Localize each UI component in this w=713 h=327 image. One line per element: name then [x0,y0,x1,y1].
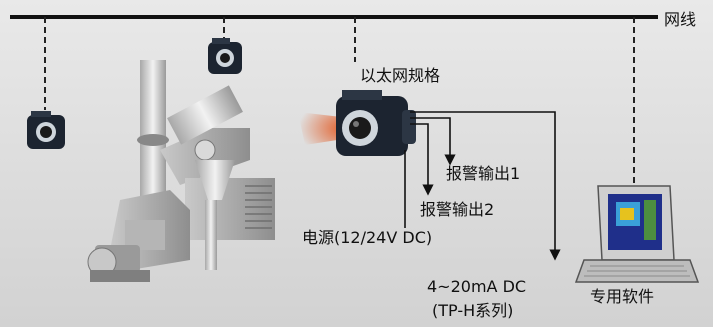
alarm-output-1-label: 报警输出1 [446,164,521,183]
line-alarm-2 [410,123,434,196]
software-label: 专用软件 [590,287,655,306]
network-drops [44,17,635,186]
network-cable-label: 网线 [664,10,697,29]
line-analog [410,111,561,261]
ethernet-spec-label: 以太网规格 [360,66,441,85]
camera-icon [27,111,65,149]
analog-output-label: 4~20mA DC [427,277,527,296]
camera-icon [336,90,416,156]
laptop-icon [574,185,700,283]
factory-machinery-icon [87,60,275,282]
line-alarm-1 [410,117,456,166]
camera-icon [208,38,242,74]
output-connections [404,111,561,261]
alarm-output-2-label: 报警输出2 [420,200,495,219]
power-label: 电源(12/24V DC) [302,228,433,247]
analog-series-label: (TP-H系列) [432,301,514,320]
